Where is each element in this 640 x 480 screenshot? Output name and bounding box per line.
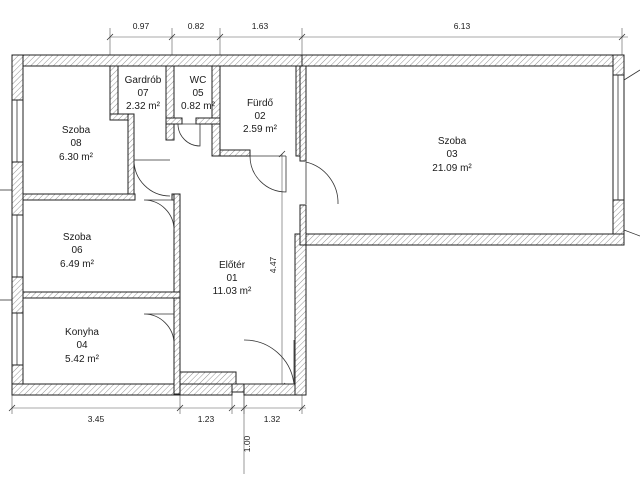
inner-walls <box>22 65 307 395</box>
room-number: 04 <box>76 340 88 351</box>
room-number: 01 <box>226 273 238 284</box>
room-number: 03 <box>446 149 458 160</box>
room-area: 21.09 m² <box>432 163 472 174</box>
room-area: 6.30 m² <box>59 152 94 163</box>
room-label-szoba-03: Szoba 03 21.09 m² <box>432 136 472 174</box>
dim-bottom-3: 1.32 <box>264 414 281 424</box>
room-name: Gardrób <box>125 75 162 86</box>
room-name: Előtér <box>219 260 246 271</box>
room-label-szoba-08: Szoba 08 6.30 m² <box>59 125 94 163</box>
room-area: 0.82 m² <box>181 101 216 112</box>
room-area: 11.03 m² <box>213 286 252 297</box>
room-area: 5.42 m² <box>65 354 100 365</box>
dim-top-3: 1.63 <box>252 21 269 31</box>
top-dimension-chain: 0.97 0.82 1.63 6.13 <box>106 21 628 62</box>
dim-bottom-1: 3.45 <box>88 414 105 424</box>
room-area: 2.59 m² <box>243 124 278 135</box>
room-number: 02 <box>254 111 266 122</box>
room-number: 07 <box>137 88 149 99</box>
windows <box>0 69 640 366</box>
room-name: Konyha <box>65 327 99 338</box>
dim-top-2: 0.82 <box>188 21 205 31</box>
room-name: Szoba <box>438 136 467 147</box>
room-label-konyha: Konyha 04 5.42 m² <box>65 327 100 365</box>
room-name: Szoba <box>62 125 91 136</box>
room-label-gardrob: Gardrób 07 2.32 m² <box>125 75 162 112</box>
room-area: 6.49 m² <box>60 259 95 270</box>
room-label-furdo: Fürdő 02 2.59 m² <box>243 98 278 135</box>
dim-bottom-2: 1.23 <box>198 414 215 424</box>
room-number: 08 <box>70 138 82 149</box>
room-label-eloter: Előtér 01 11.03 m² <box>213 260 252 297</box>
room-name: Fürdő <box>247 98 274 109</box>
hall-vertical-dimension: 4.47 <box>268 150 286 392</box>
dim-entry-vertical: 1.00 <box>242 435 252 452</box>
dim-top-4: 6.13 <box>454 21 471 31</box>
dim-hall-vertical: 4.47 <box>268 256 278 273</box>
bottom-dimension-chain: 3.45 1.23 1.32 1.00 <box>8 392 306 474</box>
dim-top-1: 0.97 <box>133 21 150 31</box>
room-label-wc: WC 05 0.82 m² <box>181 75 216 112</box>
room-number: 06 <box>71 245 83 256</box>
room-label-szoba-06: Szoba 06 6.49 m² <box>60 232 95 270</box>
room-name: Szoba <box>63 232 92 243</box>
outer-walls <box>11 54 625 396</box>
doors <box>133 123 339 385</box>
room-number: 05 <box>192 88 204 99</box>
room-name: WC <box>190 75 207 86</box>
room-area: 2.32 m² <box>126 101 161 112</box>
